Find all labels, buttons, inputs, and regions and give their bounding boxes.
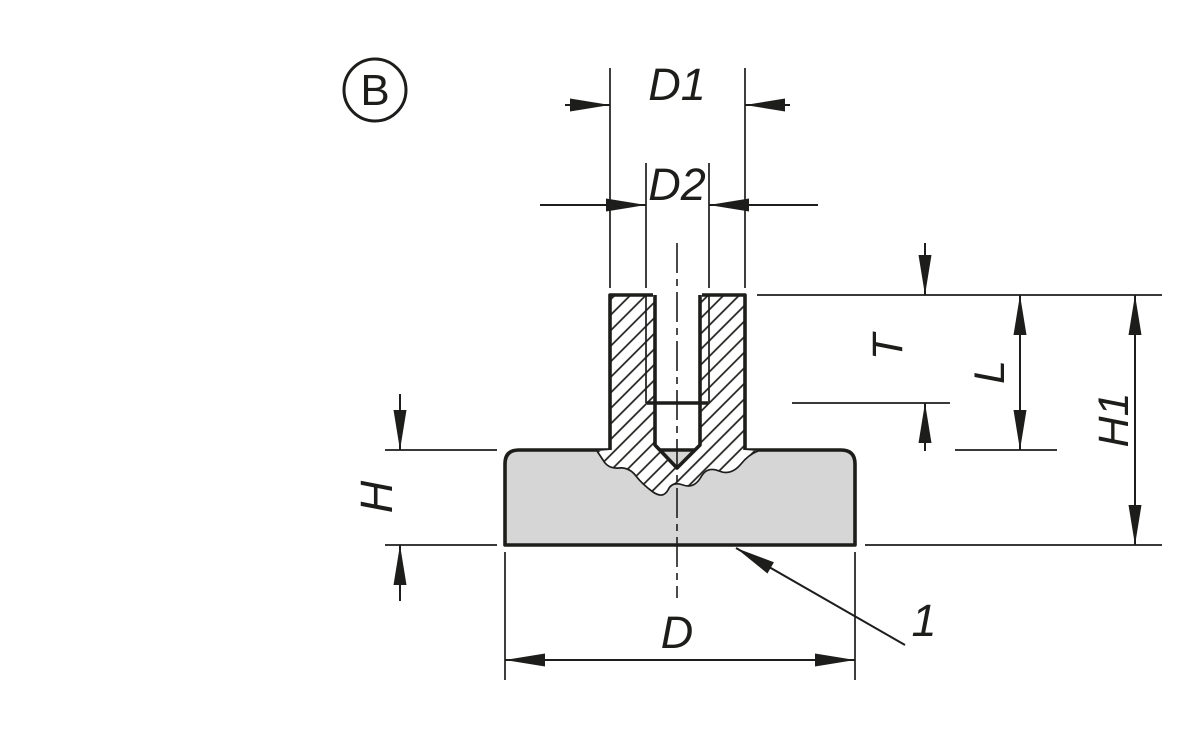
bushing-outline — [608, 293, 747, 450]
callout-1-label: 1 — [911, 595, 936, 646]
bushing-hatch — [597, 295, 758, 496]
dimension-h-label: H — [351, 480, 402, 513]
view-label-circle — [342, 57, 408, 123]
dimension-l: L — [955, 295, 1057, 451]
dimension-h: H — [351, 394, 497, 601]
callout-1: 1 — [735, 547, 937, 646]
thread-major-lines — [645, 295, 710, 403]
dimension-t-label: T — [864, 331, 912, 360]
dimension-t: T — [792, 243, 950, 451]
view-label-text: B — [360, 66, 389, 115]
view-label: B — [342, 57, 408, 123]
dimension-h1-label: H1 — [1090, 393, 1138, 448]
dimension-d: D — [504, 552, 856, 680]
dimension-l-label: L — [966, 360, 1014, 384]
dimension-d2: D2 — [540, 159, 818, 288]
bushing-wavy-boundary — [596, 450, 759, 496]
dimension-d1-label: D1 — [648, 59, 706, 110]
leader-line — [735, 547, 906, 646]
dimension-d-label: D — [661, 607, 694, 658]
dimension-d2-label: D2 — [648, 159, 706, 210]
dimension-h1: H1 — [865, 295, 1162, 546]
dimension-d1: D1 — [565, 59, 790, 288]
magnet-base — [503, 448, 857, 547]
